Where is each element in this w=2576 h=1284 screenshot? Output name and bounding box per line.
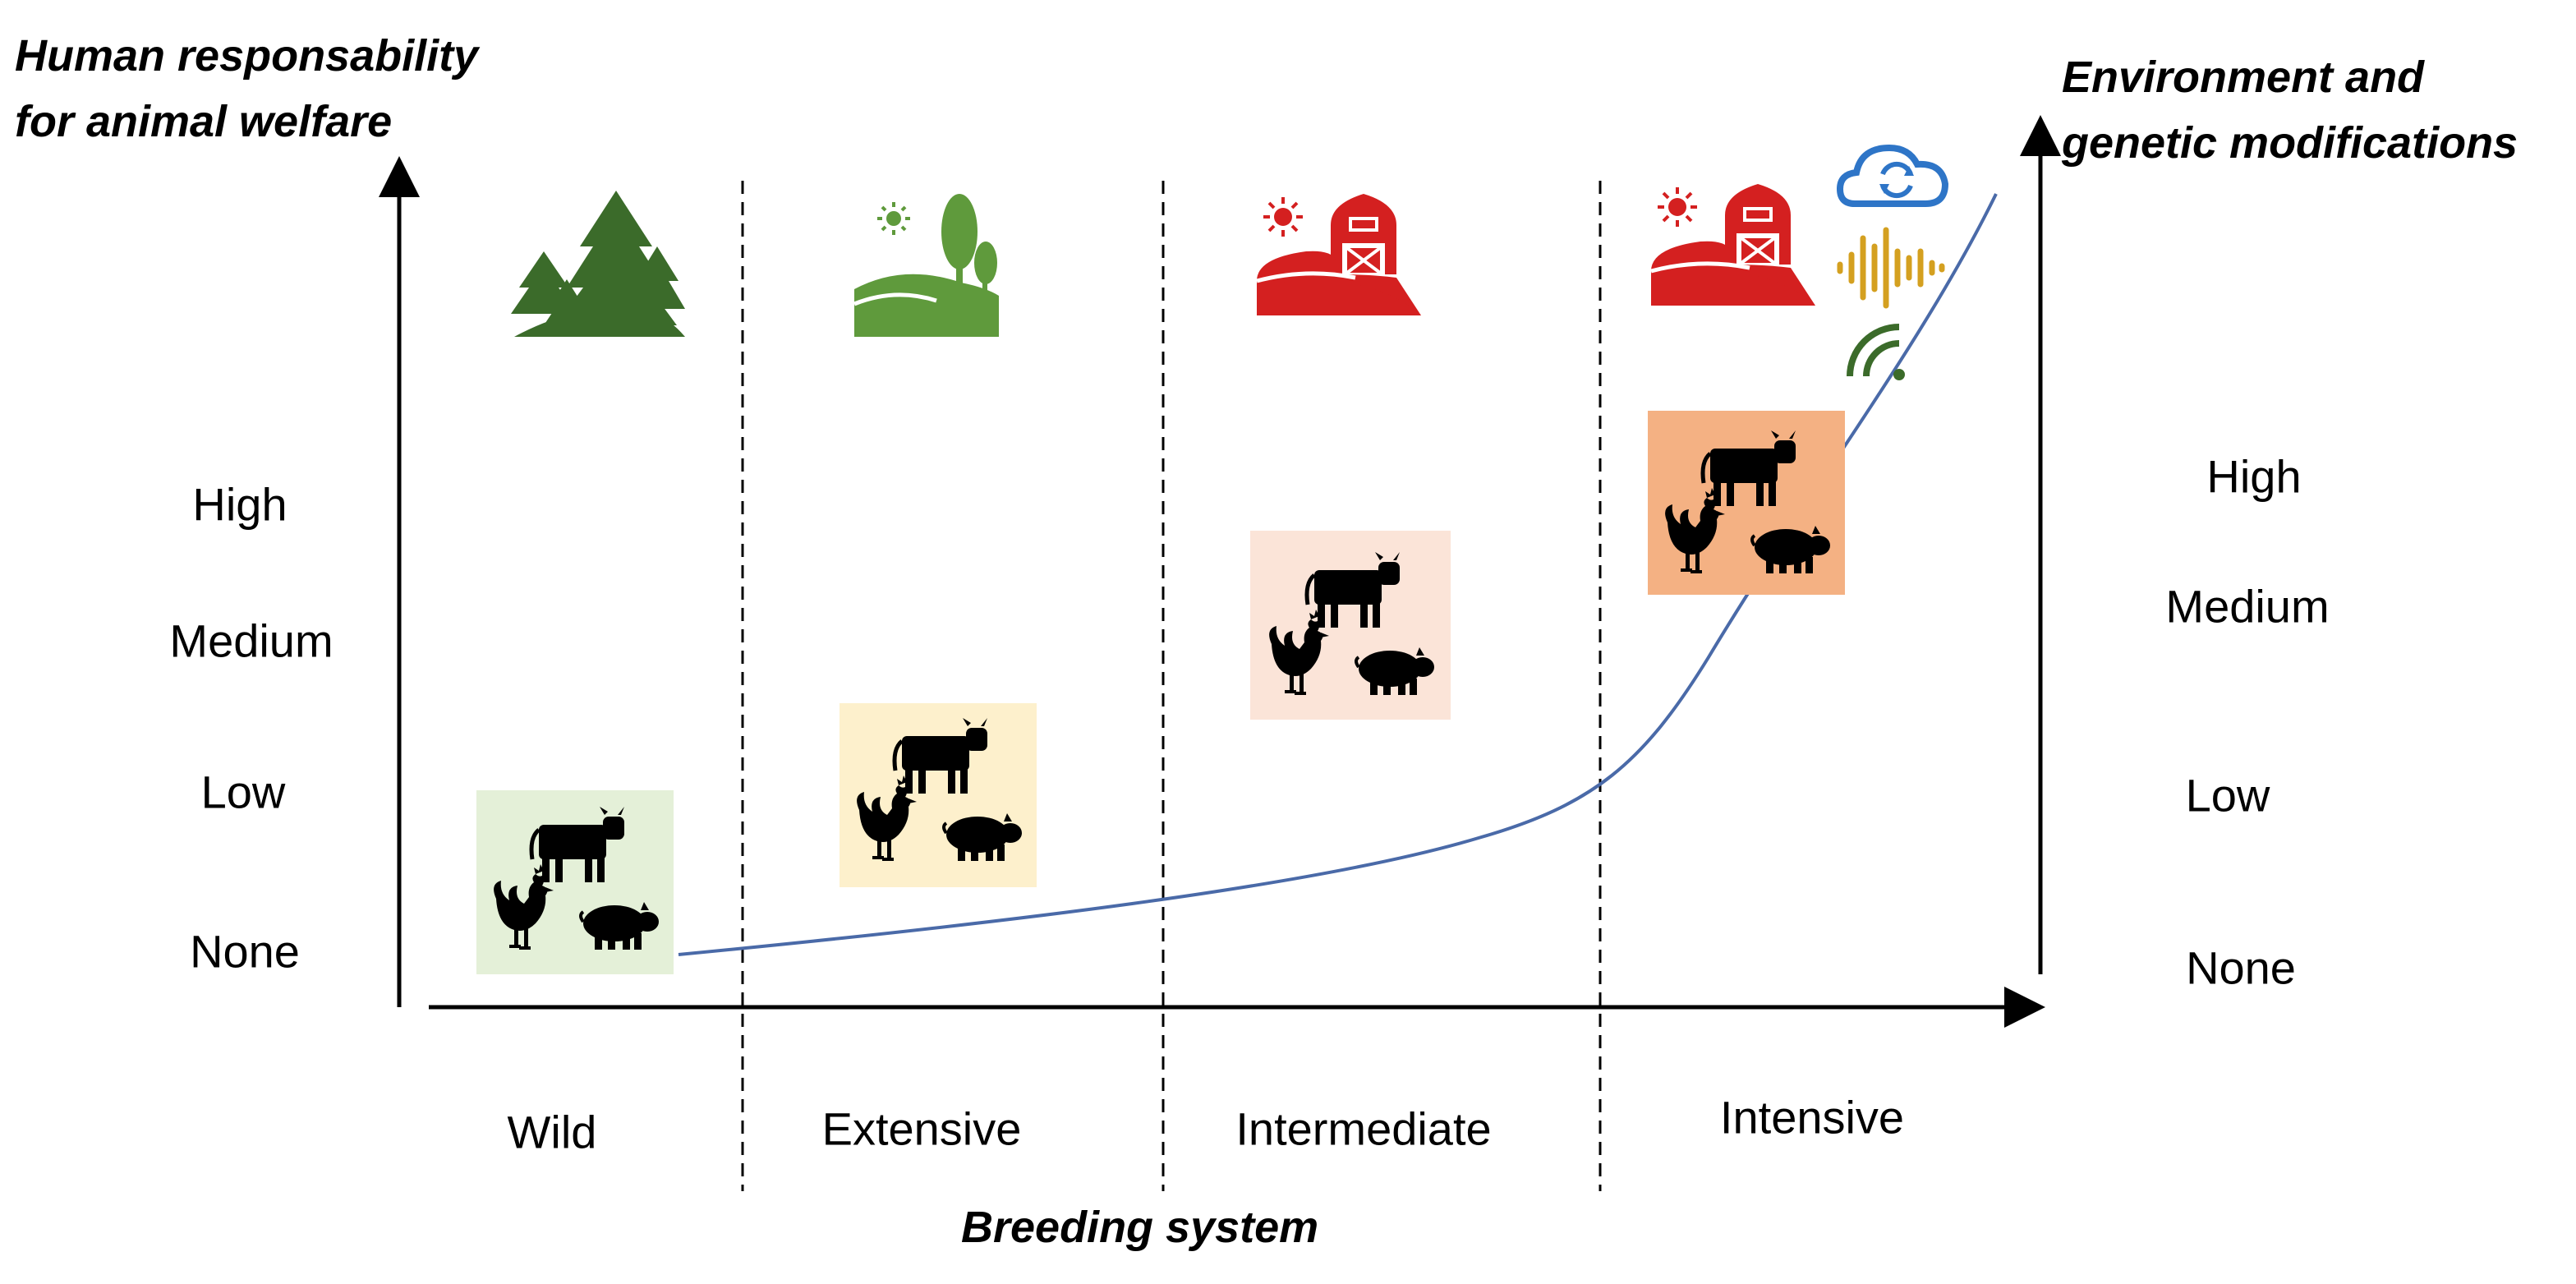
barn-icon-intermediate — [1257, 194, 1421, 315]
sound-wave-icon — [1837, 227, 1945, 309]
animal-panel-extensive — [840, 703, 1037, 887]
left-level-low: Low — [200, 766, 286, 818]
wifi-icon — [1847, 324, 1905, 380]
animal-panel-wild — [476, 790, 674, 974]
system-separators — [741, 181, 1602, 1191]
right-level-low: Low — [2185, 769, 2270, 821]
barn-icon-intensive — [1651, 184, 1815, 306]
left-level-none: None — [190, 925, 300, 978]
left-axis-title-line-1: Human responsability — [15, 31, 479, 81]
right-axis-title-line-2: genetic modifications — [2062, 118, 2518, 168]
left-level-medium: Medium — [169, 614, 334, 667]
right-level-none: None — [2186, 941, 2296, 994]
animal-panel-intensive — [1648, 411, 1845, 595]
right-axis-title-line-1: Environment and — [2062, 53, 2425, 102]
left-level-high: High — [192, 478, 288, 531]
meadow-icon — [853, 194, 999, 337]
system-extensive: Extensive — [821, 1102, 1022, 1155]
trend-curve — [678, 193, 1998, 956]
system-intermediate: Intermediate — [1235, 1102, 1492, 1155]
right-axis-title: Environment and genetic modifications — [2062, 44, 2518, 176]
cloud-sync-icon — [1836, 144, 1949, 207]
left-axis-title-line-2: for animal welfare — [15, 97, 393, 146]
right-level-medium: Medium — [2165, 580, 2330, 633]
x-axis-title: Breeding system — [961, 1203, 1319, 1252]
forest-icon — [511, 191, 685, 337]
system-wild: Wild — [507, 1106, 597, 1158]
left-axis-title: Human responsability for animal welfare — [15, 23, 478, 154]
system-intensive: Intensive — [1719, 1091, 1905, 1144]
animal-panel-intermediate — [1250, 531, 1451, 720]
right-level-high: High — [2206, 450, 2302, 503]
